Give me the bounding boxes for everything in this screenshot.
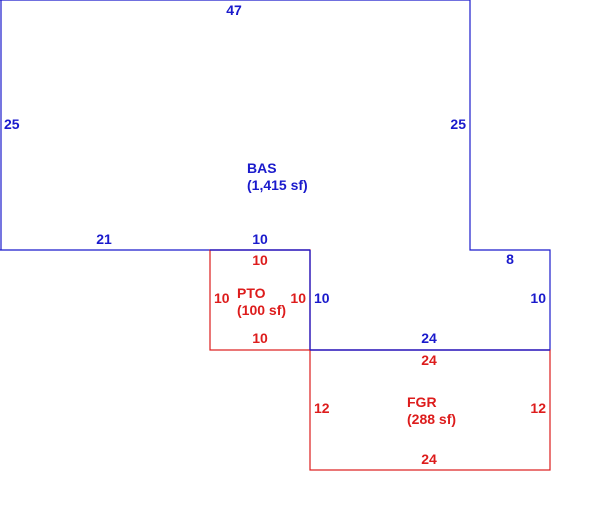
bas-area: (1,415 sf) xyxy=(247,177,308,193)
fgr-dim-bottom: 24 xyxy=(421,451,437,467)
bas-dim-notch-right: 10 xyxy=(530,290,546,306)
pto-dim-right: 10 xyxy=(290,290,306,306)
bas-dim-notch-top: 8 xyxy=(506,251,514,267)
fgr-area: (288 sf) xyxy=(407,411,456,427)
bas-dim-bottom-right: 24 xyxy=(421,330,437,346)
bas-dim-notch-inner: 10 xyxy=(314,290,330,306)
pto-area: (100 sf) xyxy=(237,302,286,318)
fgr-dim-top: 24 xyxy=(421,352,437,368)
bas-dim-bottom-mid: 10 xyxy=(252,231,268,247)
bas-dim-left: 25 xyxy=(4,116,20,132)
bas-dim-bottom-left: 21 xyxy=(96,231,112,247)
bas-code: BAS xyxy=(247,160,277,176)
bas-dim-right: 25 xyxy=(450,116,466,132)
fgr-dim-left: 12 xyxy=(314,400,330,416)
fgr-dim-right: 12 xyxy=(530,400,546,416)
pto-code: PTO xyxy=(237,285,266,301)
pto-dim-left: 10 xyxy=(214,290,230,306)
bas-dim-top: 47 xyxy=(226,2,242,18)
pto-dim-top: 10 xyxy=(252,252,268,268)
fgr-code: FGR xyxy=(407,394,437,410)
pto-dim-bottom: 10 xyxy=(252,330,268,346)
